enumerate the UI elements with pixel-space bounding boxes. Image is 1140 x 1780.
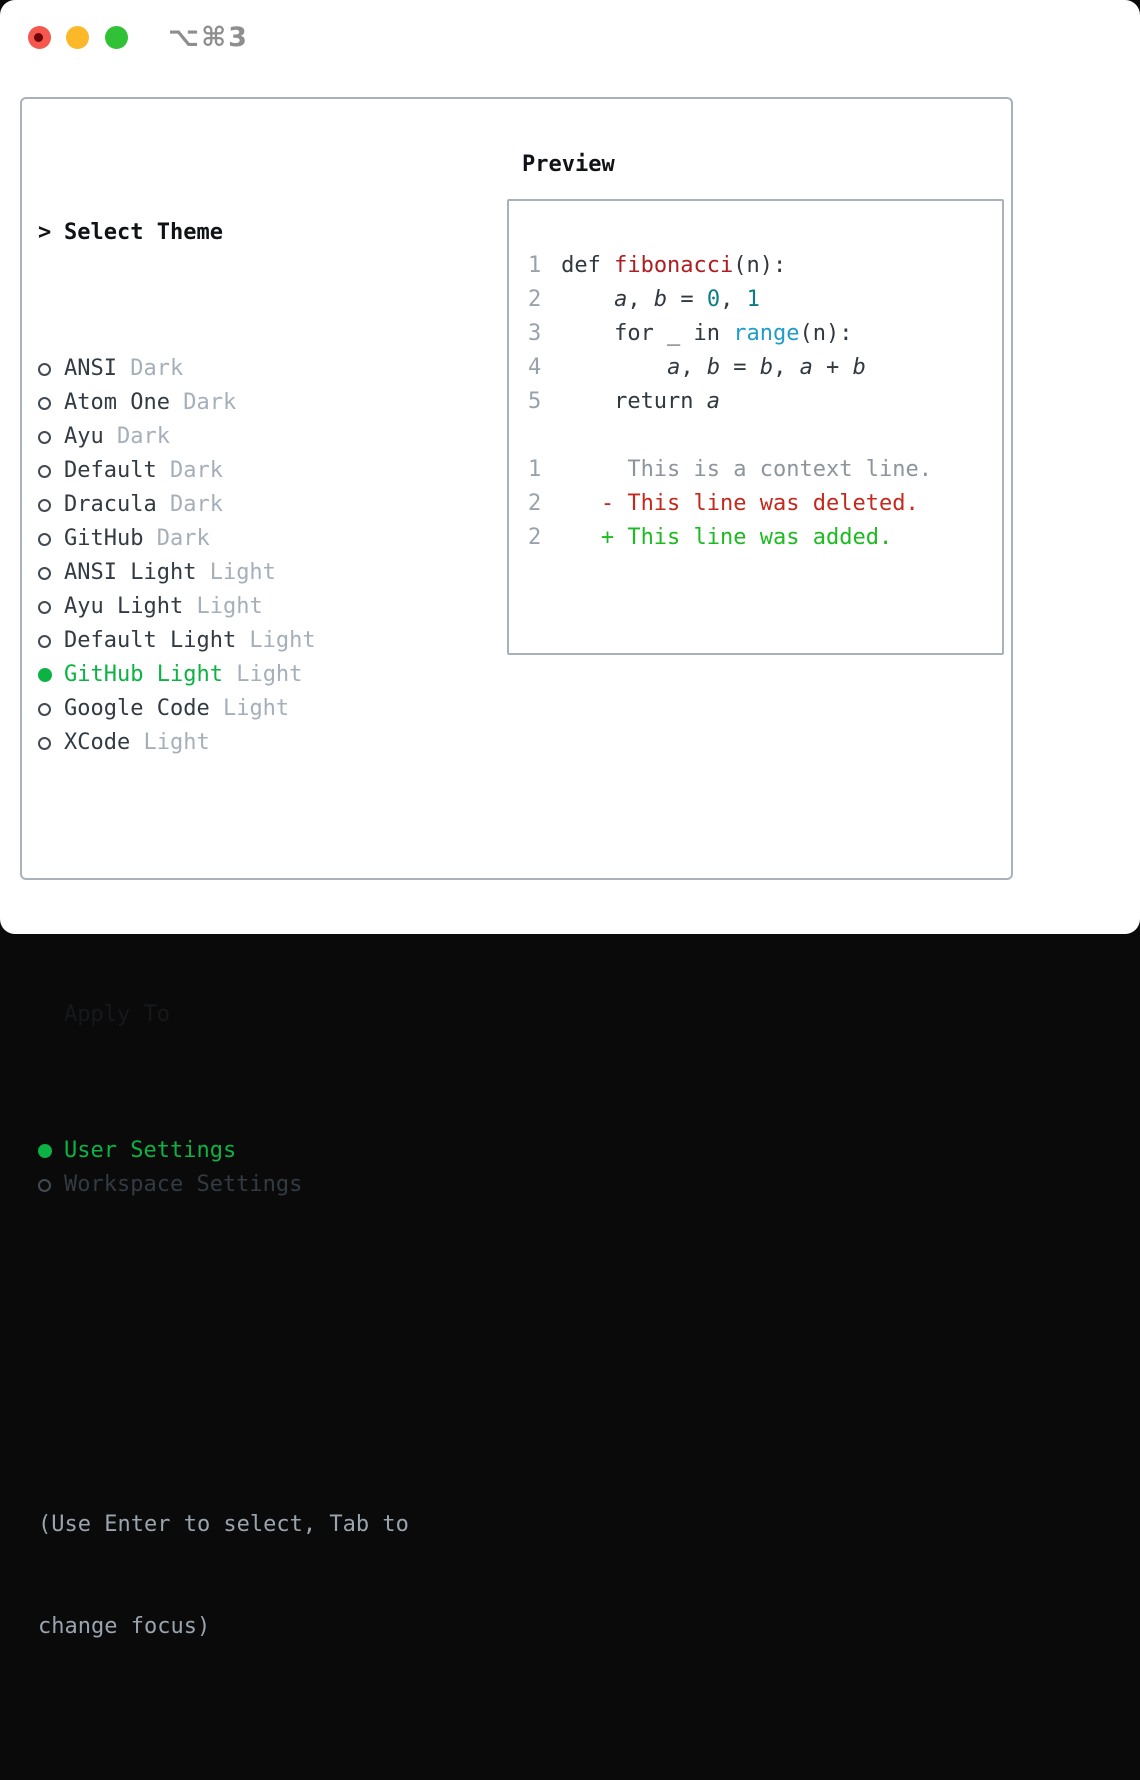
theme-option-label: Dracula (64, 492, 157, 517)
radio-icon (38, 736, 64, 750)
radio-icon (38, 430, 64, 444)
theme-option-label: Atom One (64, 390, 170, 415)
code-line (528, 419, 1002, 453)
preview-header-row: Preview (500, 148, 1004, 182)
theme-option-github-light[interactable]: GitHub Light Light (38, 658, 409, 692)
titlebar: ⌥⌘3 (0, 0, 1140, 74)
theme-option-label: Default Light (64, 628, 237, 653)
hint-line-1: (Use Enter to select, Tab to (38, 1512, 409, 1537)
theme-variant-label: Dark (156, 492, 223, 517)
line-number: 4 (528, 355, 542, 380)
spacer (38, 862, 409, 896)
theme-option-label: Ayu (64, 424, 104, 449)
theme-variant-label: Light (236, 628, 316, 653)
radio-selected-icon (38, 668, 64, 682)
hint-text: (Use Enter to select, Tab to change focu… (38, 1440, 409, 1712)
theme-option-ansi[interactable]: ANSI Dark (38, 352, 409, 386)
line-number: 1 (528, 253, 542, 278)
theme-variant-label: Light (209, 696, 290, 721)
theme-variant-label: Dark (156, 458, 223, 483)
theme-option-dracula[interactable]: Dracula Dark (38, 488, 409, 522)
radio-icon (38, 634, 64, 648)
radio-icon (38, 1178, 64, 1192)
theme-variant-label: Light (222, 662, 303, 687)
line-number: 2 (528, 491, 542, 516)
apply-option-user-settings[interactable]: User Settings (38, 1134, 409, 1168)
apply-to-header-row: Apply To (38, 998, 409, 1032)
close-button[interactable] (28, 26, 51, 49)
theme-option-label: Google Code (64, 696, 210, 721)
line-number: 2 (528, 287, 542, 312)
select-theme-title: Select Theme (64, 220, 223, 245)
select-theme-header-row: > Select Theme (38, 216, 409, 250)
theme-option-xcode[interactable]: XCode Light (38, 726, 409, 760)
theme-option-google-code[interactable]: Google Code Light (38, 692, 409, 726)
apply-option-label: Workspace Settings (64, 1172, 303, 1197)
line-number: 1 (528, 457, 542, 482)
code-line: 4 a, b = b, a + b (528, 351, 1002, 385)
radio-icon (38, 362, 64, 376)
theme-variant-label: Dark (116, 356, 184, 381)
radio-icon (38, 702, 64, 716)
theme-option-label: GitHub (64, 526, 144, 551)
theme-option-ansi-light[interactable]: ANSI Light Light (38, 556, 409, 590)
minimize-button[interactable] (66, 26, 89, 49)
theme-option-github[interactable]: GitHub Dark (38, 522, 409, 556)
theme-variant-label: Light (196, 560, 276, 585)
theme-option-label: ANSI (64, 356, 117, 381)
theme-variant-label: Light (130, 730, 210, 755)
maximize-button[interactable] (105, 26, 128, 49)
prompt-indicator: > (38, 220, 52, 245)
theme-option-default[interactable]: Default Dark (38, 454, 409, 488)
line-number: 2 (528, 525, 542, 550)
radio-icon (38, 566, 64, 580)
window-title-shortcut: ⌥⌘3 (168, 22, 249, 53)
theme-variant-label: Light (183, 594, 263, 619)
radio-icon (38, 498, 64, 512)
code-line: 1 This is a context line. (528, 453, 1002, 487)
hint-line-2: change focus) (38, 1614, 211, 1639)
unsaved-dot-icon (34, 33, 43, 42)
radio-icon (38, 532, 64, 546)
apply-option-workspace-settings[interactable]: Workspace Settings (38, 1168, 409, 1202)
apply-to-title: Apply To (64, 1002, 170, 1027)
code-line: 2 + This line was added. (528, 521, 1002, 555)
radio-icon (38, 464, 64, 478)
theme-option-label: Ayu Light (64, 594, 184, 619)
code-line: 3 for _ in range(n): (528, 317, 1002, 351)
preview-title: Preview (522, 152, 615, 177)
theme-option-label: XCode (64, 730, 131, 755)
radio-icon (38, 600, 64, 614)
theme-option-label: ANSI Light (64, 560, 197, 585)
theme-option-atom-one[interactable]: Atom One Dark (38, 386, 409, 420)
theme-option-ayu-light[interactable]: Ayu Light Light (38, 590, 409, 624)
code-line: 5 return a (528, 385, 1002, 419)
code-line: 2 a, b = 0, 1 (528, 283, 1002, 317)
theme-option-label: Default (64, 458, 157, 483)
code-line: 2 - This line was deleted. (528, 487, 1002, 521)
theme-option-default-light[interactable]: Default Light Light (38, 624, 409, 658)
theme-variant-label: Dark (169, 390, 237, 415)
apply-option-label: User Settings (64, 1138, 237, 1163)
theme-variant-label: Dark (103, 424, 170, 449)
theme-option-ayu[interactable]: Ayu Dark (38, 420, 409, 454)
spacer (38, 1304, 409, 1338)
line-number: 3 (528, 321, 542, 346)
radio-selected-icon (38, 1144, 64, 1158)
theme-variant-label: Dark (143, 526, 210, 551)
theme-option-label: GitHub Light (64, 662, 223, 687)
line-number: 5 (528, 389, 542, 414)
radio-icon (38, 396, 64, 410)
